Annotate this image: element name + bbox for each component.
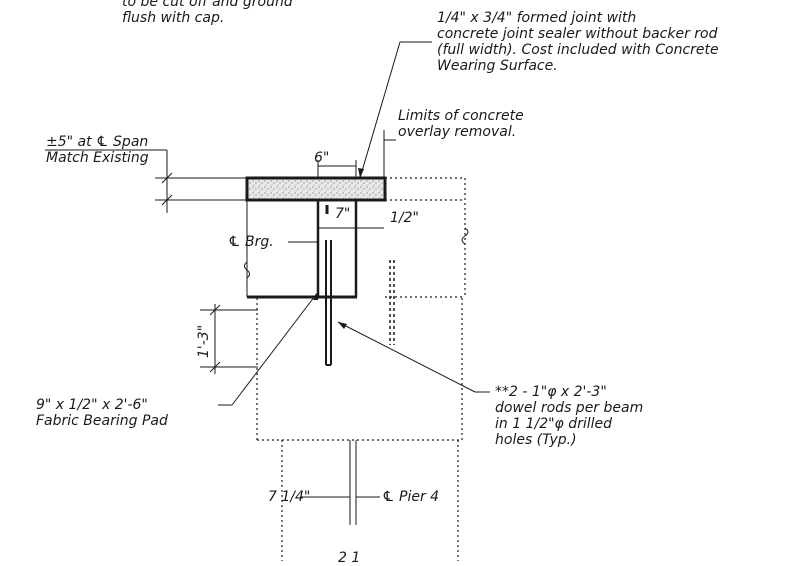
dowel-leader	[337, 321, 476, 393]
dim-seven-quarter: 7 1/4"	[268, 489, 311, 505]
joint-leader	[359, 41, 401, 179]
centerline-pier-label: ℄ Pier 4	[382, 489, 440, 505]
dim-1-3-tick-bottom	[209, 361, 221, 373]
pad-leader-arrow	[313, 292, 318, 300]
cap-note: to be cut off and ground flush with cap.	[122, 0, 293, 26]
dim-six-inch: 6"	[314, 150, 330, 166]
dim-1-3-tick-top	[209, 304, 221, 316]
dim-seven-inch: 7"	[335, 206, 351, 222]
dim-span-tick-top	[161, 172, 173, 184]
pad-leader	[231, 291, 319, 406]
dim-one-foot-three: 1'-3"	[196, 324, 212, 358]
bottom-cut-text: 2 1	[338, 550, 361, 566]
pad-note: 9" x 1/2" x 2'-6" Fabric Bearing Pad	[36, 397, 168, 429]
dowel-leader-arrow	[338, 322, 347, 329]
break-symbol-right	[461, 227, 469, 245]
joint-note: 1/4" x 3/4" formed joint with concrete j…	[437, 10, 719, 74]
centerline-bearing-label: ℄ Brg.	[228, 234, 274, 250]
dim-span-tick-bottom	[161, 194, 173, 206]
dim-half-inch: 1/2"	[390, 210, 419, 226]
dowel-note: **2 - 1"φ x 2'-3" dowel rods per beam in…	[495, 384, 644, 448]
span-note: ±5" at ℄ Span Match Existing	[46, 134, 149, 166]
overlay-note: Limits of concrete overlay removal.	[398, 108, 524, 140]
joint-leader-arrow	[358, 168, 364, 178]
break-symbol-left	[244, 261, 250, 279]
concrete-overlay-slab	[245, 176, 387, 202]
